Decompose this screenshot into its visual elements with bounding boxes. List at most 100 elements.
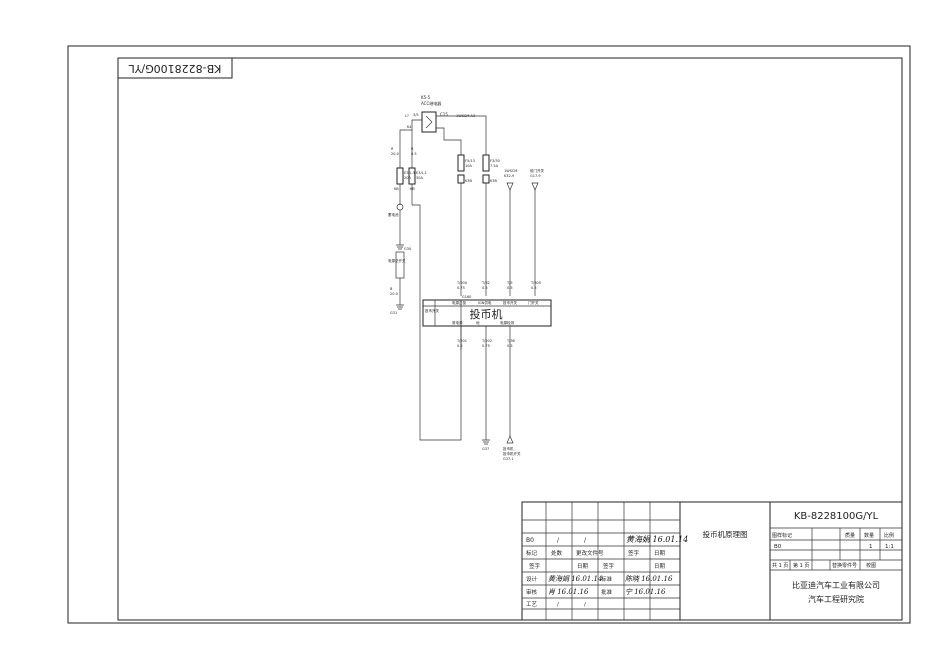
left-ground: G31	[390, 311, 397, 315]
approve-label: 批准	[601, 588, 613, 596]
hdr-count: 处数	[551, 549, 563, 557]
drawing-code: KB-8228100G/YL	[794, 511, 879, 522]
rotated-code-box: KB-8228100G/YL	[117, 57, 233, 79]
pin-bot-2: 地	[476, 320, 480, 325]
stage-value-1: B0	[774, 544, 782, 550]
row3-sign-2: 签字	[603, 562, 615, 570]
coin-machine-box	[422, 299, 552, 327]
left-wire-bottom-1: B	[390, 287, 393, 291]
hdr-file: 更改文件号	[576, 549, 604, 557]
pin-bot-3: 电源检测	[500, 320, 514, 325]
drawing-name: 投币机原理图	[703, 529, 748, 539]
col-wire-2b: 0.5	[482, 286, 488, 290]
fuse-3-name: F5/13	[465, 159, 475, 163]
switch-2b: G17-9	[530, 174, 541, 178]
plug-4: K3B	[490, 179, 498, 183]
fuse-3-amp: 10A	[465, 164, 472, 168]
outer-frame	[67, 45, 911, 624]
std-signature: 陈晓 16.01.16	[625, 575, 673, 583]
title-block: B0 / / 黄海娟 16.01.14 标记 处数 更改文件号 签字 日期 签字…	[521, 501, 903, 621]
stage-header-3: 数量	[864, 532, 874, 539]
switch-2: 前门开关	[530, 168, 544, 173]
bottom-switch-symbol	[506, 435, 514, 444]
bot-wire-2: T/202	[481, 339, 492, 343]
rev-file: /	[584, 537, 587, 544]
col-wire-1: T/200	[456, 281, 467, 285]
pin-bot-1: 常电源	[452, 320, 463, 325]
check-label: 审核	[526, 588, 538, 596]
design-signature: 黄海娟 16.01.14	[548, 575, 602, 583]
col-wire-4b: 0.5	[531, 286, 537, 290]
rev-count: /	[557, 537, 560, 544]
wire-left-2: R	[411, 147, 414, 151]
col-wire-2: T/32	[481, 281, 490, 285]
fuse-1	[396, 167, 404, 185]
plug-2: KB	[410, 187, 415, 191]
plug-3: K3B	[465, 179, 473, 183]
switch-1: 1WSCM	[504, 169, 517, 173]
stage-header-4: 比例	[884, 532, 894, 539]
bottom-ground-symbol	[482, 439, 490, 445]
wire-left-1: R	[391, 147, 394, 151]
pin-conn: G160	[462, 295, 471, 299]
company-name: 比亚迪汽车工业有限公司	[792, 580, 880, 590]
pin-top-4: 门开关	[528, 300, 539, 305]
craft-1: /	[557, 602, 559, 608]
stage-header-1: 图样标记	[772, 532, 792, 539]
bot-wire-3: T/36	[506, 339, 515, 343]
ground-bottom: G37	[482, 447, 489, 451]
relay-pin-top: C15	[440, 112, 448, 117]
stage-value-4: 1:1	[885, 544, 894, 550]
row3-date-1: 日期	[577, 563, 589, 570]
hdr-date: 日期	[654, 550, 666, 557]
fuse-2-amp: 30A	[416, 176, 423, 180]
col-wire-3b: 0.5	[507, 286, 513, 290]
relay-pin-left-1: L?	[405, 114, 409, 118]
plug-1: KB	[394, 187, 399, 191]
stage-header-2: 质量	[845, 532, 855, 539]
switch-1-symbol	[506, 182, 514, 191]
sheet-total: 共 1 页	[772, 562, 788, 569]
check-signature: 肖 16.01.16	[548, 588, 589, 596]
fuse-4	[482, 154, 490, 172]
std-label: 标准	[601, 575, 613, 583]
hdr-sign: 签字	[628, 549, 640, 557]
row3-date-2: 日期	[654, 563, 666, 570]
bottom-switch-2: 投币机开关	[503, 451, 521, 456]
col-wire-4: T/305	[530, 281, 541, 285]
relay-label: ACC继电器	[421, 100, 441, 106]
craft-2: /	[584, 602, 586, 608]
left-ground-symbol	[396, 304, 404, 310]
pin-top-1: 电源正极	[452, 300, 466, 305]
sheet-check: 校图	[866, 562, 876, 569]
rev-signature: 黄海娟 16.01.14	[626, 535, 688, 544]
col-wire-1b: 0.75	[457, 286, 465, 290]
institute-name: 汽车工程研究院	[808, 594, 864, 604]
col-wire-3: T/5	[506, 281, 513, 285]
approve-signature: 宁 16.01.16	[625, 588, 666, 596]
left-wire-bottom-2: 20.0	[390, 292, 398, 296]
fuse-4-name: F3/30	[490, 159, 500, 163]
ground-top: G30	[404, 247, 411, 251]
pin-top-3: 投币开关	[503, 300, 517, 305]
pin-top-2: IGN供电	[478, 300, 492, 305]
sheet-number: 第 1 页	[793, 562, 809, 569]
bot-wire-1b: 0.5	[457, 344, 463, 348]
wire-left-2b: 0.5	[411, 152, 417, 156]
fuse-2-name: E3/L.1	[416, 171, 427, 175]
relay-pin-left-2: 3/5	[413, 113, 419, 117]
bot-wire-1: T/201	[456, 339, 467, 343]
craft-label: 工艺	[526, 601, 538, 608]
fuse-3	[457, 154, 465, 172]
stage-value-3: 1	[869, 544, 873, 550]
sheet-replace: 替换零件号	[832, 562, 857, 569]
fuse-1-amp: 20A	[404, 176, 411, 180]
relay-pin-left-3: K4	[407, 125, 412, 129]
power-switch-symbol	[395, 251, 405, 279]
relay-symbol	[421, 111, 437, 133]
bottom-switch-1: 投币机	[503, 446, 514, 451]
coin-machine-title: 投币机	[470, 307, 503, 321]
circuit-diagram: K5-5 ACC继电器 C15 1WSCM-A3 L? 3/5 K4 R 20.…	[388, 95, 552, 461]
hdr-mark: 标记	[526, 549, 538, 557]
